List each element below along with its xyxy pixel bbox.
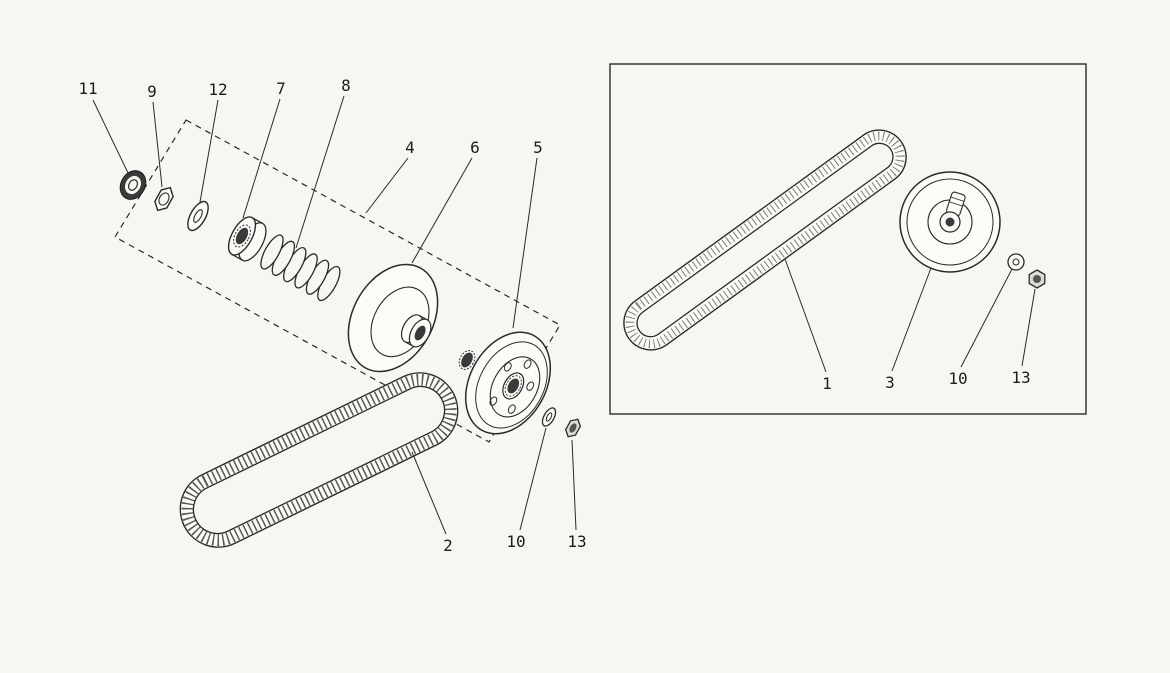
callout-4-label: 4 — [405, 138, 415, 157]
part-washer-10-inset — [1007, 253, 1025, 271]
leader-10-left — [519, 427, 547, 531]
part-pulley-face — [347, 263, 439, 373]
leader-9 — [152, 101, 163, 188]
callout-9-label: 9 — [147, 82, 157, 101]
part-spline-stub — [458, 350, 476, 370]
part-spring — [260, 234, 341, 302]
part-bearing — [119, 170, 147, 200]
leader-4 — [365, 157, 409, 214]
leader-2 — [411, 451, 447, 535]
leader-5 — [512, 157, 538, 329]
callout-11-label: 11 — [78, 79, 97, 98]
part-washer-10-left — [541, 407, 557, 427]
leader-13-left — [571, 439, 577, 531]
callout-10-left-label: 10 — [506, 532, 525, 551]
callout-labels: 11 9 12 7 8 4 6 5 2 10 13 1 3 10 13 — [78, 76, 1030, 555]
assembly-dashed-envelope — [114, 119, 561, 443]
callout-12-label: 12 — [208, 80, 227, 99]
callout-13-inset-label: 13 — [1011, 368, 1030, 387]
part-nut-9 — [154, 186, 174, 212]
part-clutch-pulley — [464, 331, 552, 435]
part-nut-13-left — [564, 418, 582, 438]
leader-11 — [92, 99, 129, 174]
leader-1 — [784, 258, 827, 373]
callout-5-label: 5 — [533, 138, 543, 157]
leader-12 — [199, 99, 219, 203]
part-washer-12 — [187, 200, 209, 232]
callout-8-label: 8 — [341, 76, 351, 95]
leader-7 — [242, 98, 281, 219]
callout-7-label: 7 — [276, 79, 286, 98]
leader-6 — [411, 157, 473, 264]
callout-2-label: 2 — [443, 536, 453, 555]
callout-1-label: 1 — [822, 374, 832, 393]
part-pulley-3 — [899, 171, 1001, 273]
leader-lines — [92, 95, 1036, 535]
callout-3-label: 3 — [885, 373, 895, 392]
callout-13-left-label: 13 — [567, 532, 586, 551]
part-belt-toothed — [179, 372, 459, 548]
part-ramp-hub — [227, 216, 267, 262]
leader-13-inset — [1021, 288, 1036, 367]
leader-8 — [295, 95, 345, 249]
part-belt-inset — [623, 129, 907, 351]
leader-10-inset — [960, 268, 1013, 368]
callout-6-label: 6 — [470, 138, 480, 157]
inset-box — [609, 63, 1087, 415]
part-nut-13-inset — [1028, 269, 1046, 289]
leader-3 — [891, 267, 932, 372]
callout-10-inset-label: 10 — [948, 369, 967, 388]
